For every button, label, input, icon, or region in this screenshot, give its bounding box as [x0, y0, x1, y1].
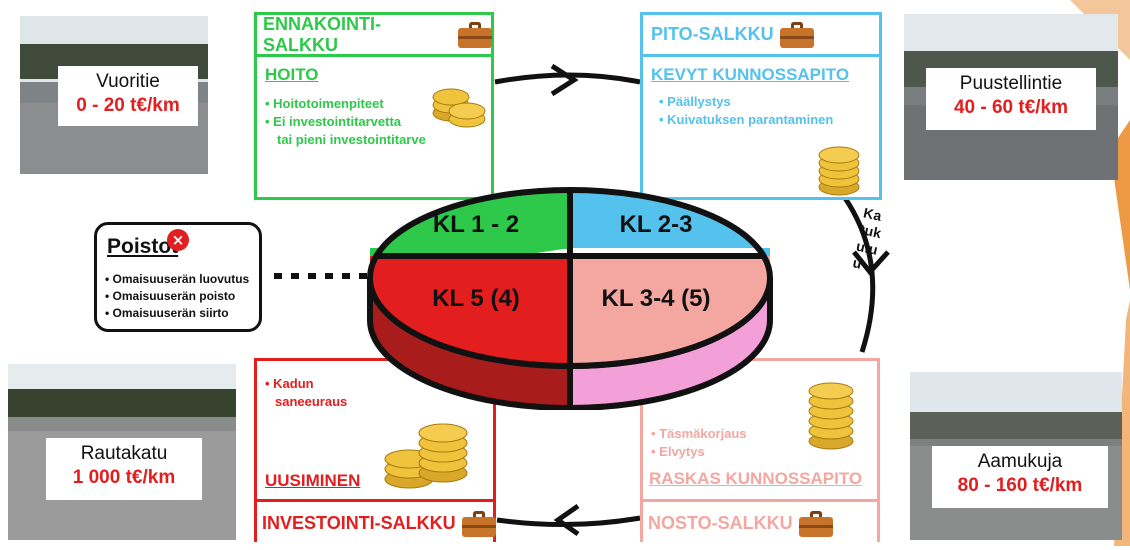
road-label-vuoritie: Vuoritie 0 - 20 t€/km: [58, 66, 198, 126]
road-name: Puustellintie: [959, 73, 1063, 94]
bullet-item: tai pieni investointitarve: [277, 132, 426, 147]
investointi-portfolio: • Kadun saneeuraus UUSIMINEN INVESTOINTI…: [254, 358, 496, 542]
bullet-item: • Kadun: [265, 376, 314, 391]
road-name: Rautakatu: [80, 443, 168, 464]
poistot-title: Poistot: [107, 235, 179, 258]
road-label-rautakatu: Rautakatu 1 000 t€/km: [46, 438, 202, 500]
ennakointi-portfolio: ENNAKOINTI-SALKKU HOITO • Hoitotoimenpit…: [254, 12, 494, 200]
road-cost: 1 000 t€/km: [72, 466, 176, 488]
portfolio-header-text: PITO-SALKKU: [651, 24, 774, 44]
coins-icon: [432, 88, 486, 128]
bullet-item: saneeuraus: [275, 394, 348, 409]
road-cost: 0 - 20 t€/km: [76, 94, 180, 116]
arrow-icon: [553, 503, 580, 537]
portfolio-title: UUSIMINEN: [265, 471, 361, 490]
briefcase-icon: [461, 510, 496, 537]
nosto-portfolio: • Täsmäkorjaus • Elvytys RASKAS KUNNOSSA…: [640, 358, 880, 542]
portfolio-title: HOITO: [265, 65, 319, 84]
portfolio-header: PITO-SALKKU: [643, 15, 879, 57]
portfolio-header-text: NOSTO-SALKKU: [648, 513, 793, 533]
disc-quadrant-kl23: [570, 190, 770, 278]
coins-icon: [808, 382, 854, 450]
portfolio-header: INVESTOINTI-SALKKU: [254, 499, 496, 545]
arrow-icon: [550, 63, 579, 97]
poistot-box: Poistot × • Omaisuuserän luovutus • Omai…: [94, 222, 262, 332]
disc-quadrant-kl12: [370, 190, 570, 278]
coins-icon: [818, 146, 860, 196]
road-name: Vuoritie: [96, 71, 160, 92]
pito-portfolio: PITO-SALKKU KEVYT KUNNOSSAPITO • Päällys…: [640, 12, 882, 200]
poistot-item: • Omaisuuserän siirto: [105, 306, 229, 320]
disc-label-kl5: KL 5 (4): [432, 285, 520, 312]
portfolio-header: NOSTO-SALKKU: [640, 499, 880, 545]
road-name: Aamukuja: [977, 451, 1063, 472]
portfolio-bullets: • Kadun saneeuraus: [265, 375, 347, 411]
bullet-item: • Elvytys: [651, 444, 705, 459]
poistot-item: • Omaisuuserän luovutus: [105, 272, 250, 286]
disc-quadrant-kl5: [370, 256, 570, 366]
disc-quadrant-kl34: [570, 256, 770, 366]
bullet-item: • Täsmäkorjaus: [651, 426, 747, 441]
portfolio-header-text: ENNAKOINTI-SALKKU: [263, 13, 381, 55]
disc-label-kl34: KL 3-4 (5): [602, 285, 711, 312]
condition-disc: KL 1 - 2 KL 2-3 KL 5 (4) KL 3-4 (5): [366, 187, 774, 410]
coins-icon: [384, 423, 468, 489]
portfolio-bullets: • Täsmäkorjaus • Elvytys: [651, 425, 747, 461]
portfolio-header-text: INVESTOINTI-SALKKU: [262, 513, 456, 533]
road-label-puustellintie: Puustellintie 40 - 60 t€/km: [926, 68, 1096, 130]
road-cost: 40 - 60 t€/km: [953, 96, 1069, 118]
disc-label-kl12: KL 1 - 2: [433, 211, 519, 238]
road-cost: 80 - 160 t€/km: [957, 474, 1083, 496]
close-icon: ×: [167, 229, 189, 251]
portfolio-title: KEVYT KUNNOSSAPITO: [651, 65, 850, 84]
bullet-item: • Päällystys: [659, 94, 731, 109]
bullet-item: • Kuivatuksen parantaminen: [659, 112, 834, 127]
poistot-list: • Omaisuuserän luovutus • Omaisuuserän p…: [105, 271, 249, 322]
briefcase-icon: [779, 21, 814, 48]
portfolio-title: RASKAS KUNNOSSAPITO: [649, 469, 863, 488]
briefcase-icon: [457, 21, 492, 48]
briefcase-icon: [798, 510, 833, 537]
disc-label-kl23: KL 2-3: [620, 211, 693, 238]
portfolio-bullets: • Päällystys • Kuivatuksen parantaminen: [659, 93, 833, 129]
arrow-icon: [852, 250, 890, 276]
bullet-item: • Hoitotoimenpiteet: [265, 96, 384, 111]
road-label-aamukuja: Aamukuja 80 - 160 t€/km: [932, 446, 1108, 508]
bullet-item: • Ei investointitarvetta: [265, 114, 402, 129]
poistot-item: • Omaisuuserän poisto: [105, 289, 236, 303]
portfolio-header: ENNAKOINTI-SALKKU: [257, 13, 492, 57]
portfolio-bullets: • Hoitotoimenpiteet • Ei investointitarv…: [265, 95, 426, 149]
